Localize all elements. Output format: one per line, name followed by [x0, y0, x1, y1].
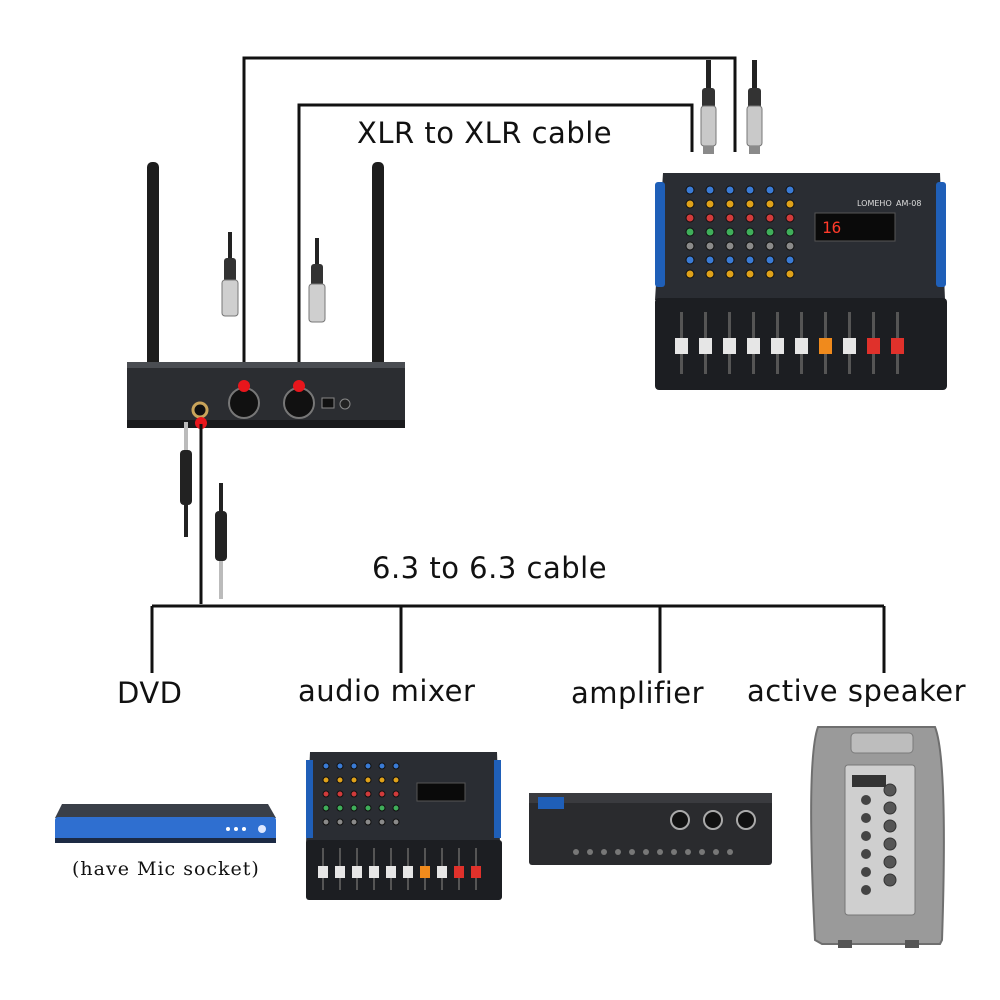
xlr-cable-lines	[242, 56, 737, 385]
mixer-brand: LOMEHO	[857, 199, 892, 208]
xlr-plug-left	[700, 60, 717, 154]
mixer-top: 16 LOMEHO AM-08	[655, 173, 947, 390]
dvd-label: DVD	[117, 676, 183, 710]
jack-cable-lines	[150, 424, 886, 673]
xlr-plug-female-right	[308, 238, 326, 323]
dvd-player	[55, 804, 276, 843]
xlr-plug-female-left	[221, 232, 239, 317]
active-speaker	[810, 726, 945, 948]
mixer-bottom	[306, 752, 502, 900]
active-speaker-label: active speaker	[747, 674, 967, 708]
xlr-plug-right	[746, 60, 763, 154]
jack-cable-label: 6.3 to 6.3 cable	[372, 551, 608, 585]
jack-plug-upper	[180, 422, 192, 537]
audio-mixer-label: audio mixer	[298, 674, 476, 708]
xlr-cable-label: XLR to XLR cable	[357, 116, 613, 150]
jack-plug-lower	[215, 483, 227, 599]
dvd-note: (have Mic socket)	[72, 858, 260, 880]
amplifier-unit	[529, 793, 772, 865]
mixer-display: 16	[822, 218, 841, 237]
amplifier-label: amplifier	[571, 676, 705, 710]
wireless-receiver	[127, 162, 405, 428]
connector-dots	[195, 380, 305, 429]
mixer-model: AM-08	[896, 199, 921, 208]
